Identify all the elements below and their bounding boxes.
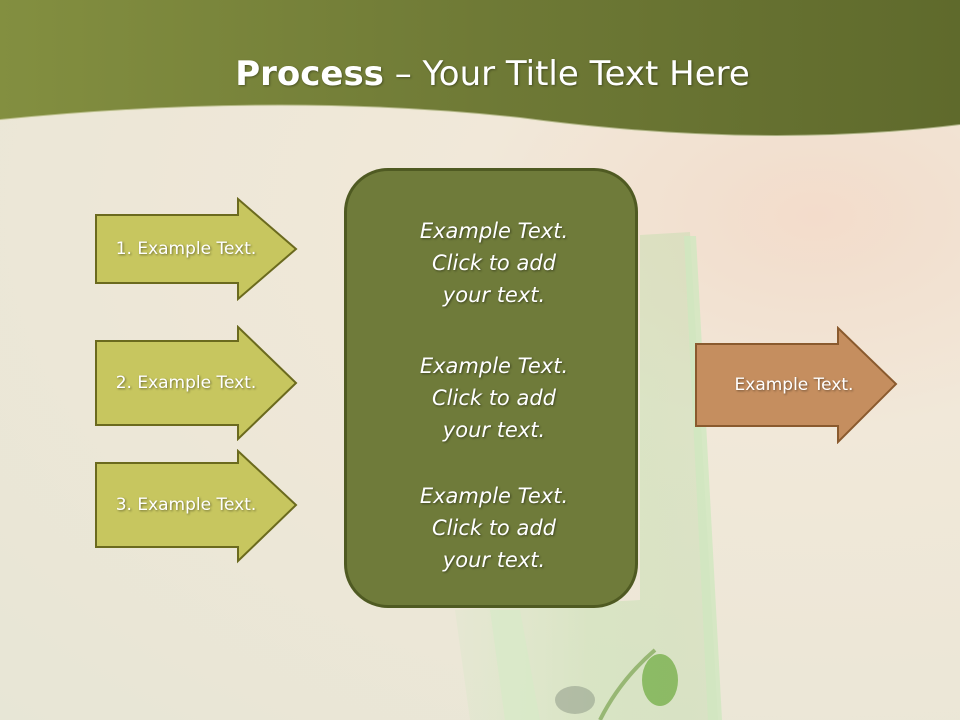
block-2-line-2: Click to add bbox=[431, 386, 556, 410]
center-text-block-1: Example Text. Click to add your text. bbox=[347, 215, 641, 311]
title-bold: Process bbox=[235, 54, 384, 94]
left-arrow-2[interactable] bbox=[94, 325, 300, 441]
slide-title[interactable]: Process – Your Title Text Here bbox=[0, 52, 960, 96]
left-arrow-3[interactable] bbox=[94, 449, 300, 565]
block-1-line-3: your text. bbox=[442, 283, 546, 307]
left-arrow-1[interactable] bbox=[94, 197, 300, 301]
center-text-block-3: Example Text. Click to add your text. bbox=[347, 480, 641, 576]
block-1-line-1: Example Text. bbox=[419, 219, 569, 243]
block-3-line-1: Example Text. bbox=[419, 484, 569, 508]
right-arrow[interactable] bbox=[694, 326, 900, 444]
center-text-box[interactable]: Example Text. Click to add your text. Ex… bbox=[344, 168, 638, 608]
header-band bbox=[0, 0, 960, 137]
block-3-line-2: Click to add bbox=[431, 516, 556, 540]
block-1-line-2: Click to add bbox=[431, 251, 556, 275]
title-rest: – Your Title Text Here bbox=[383, 54, 750, 94]
left-arrow-2-label: 2. Example Text. bbox=[115, 373, 257, 393]
block-3-line-3: your text. bbox=[442, 548, 546, 572]
left-arrow-3-label: 3. Example Text. bbox=[115, 495, 257, 515]
left-arrow-1-label: 1. Example Text. bbox=[115, 239, 257, 259]
right-arrow-label: Example Text. bbox=[734, 375, 854, 395]
center-text-block-2: Example Text. Click to add your text. bbox=[347, 350, 641, 446]
block-2-line-3: your text. bbox=[442, 418, 546, 442]
block-2-line-1: Example Text. bbox=[419, 354, 569, 378]
